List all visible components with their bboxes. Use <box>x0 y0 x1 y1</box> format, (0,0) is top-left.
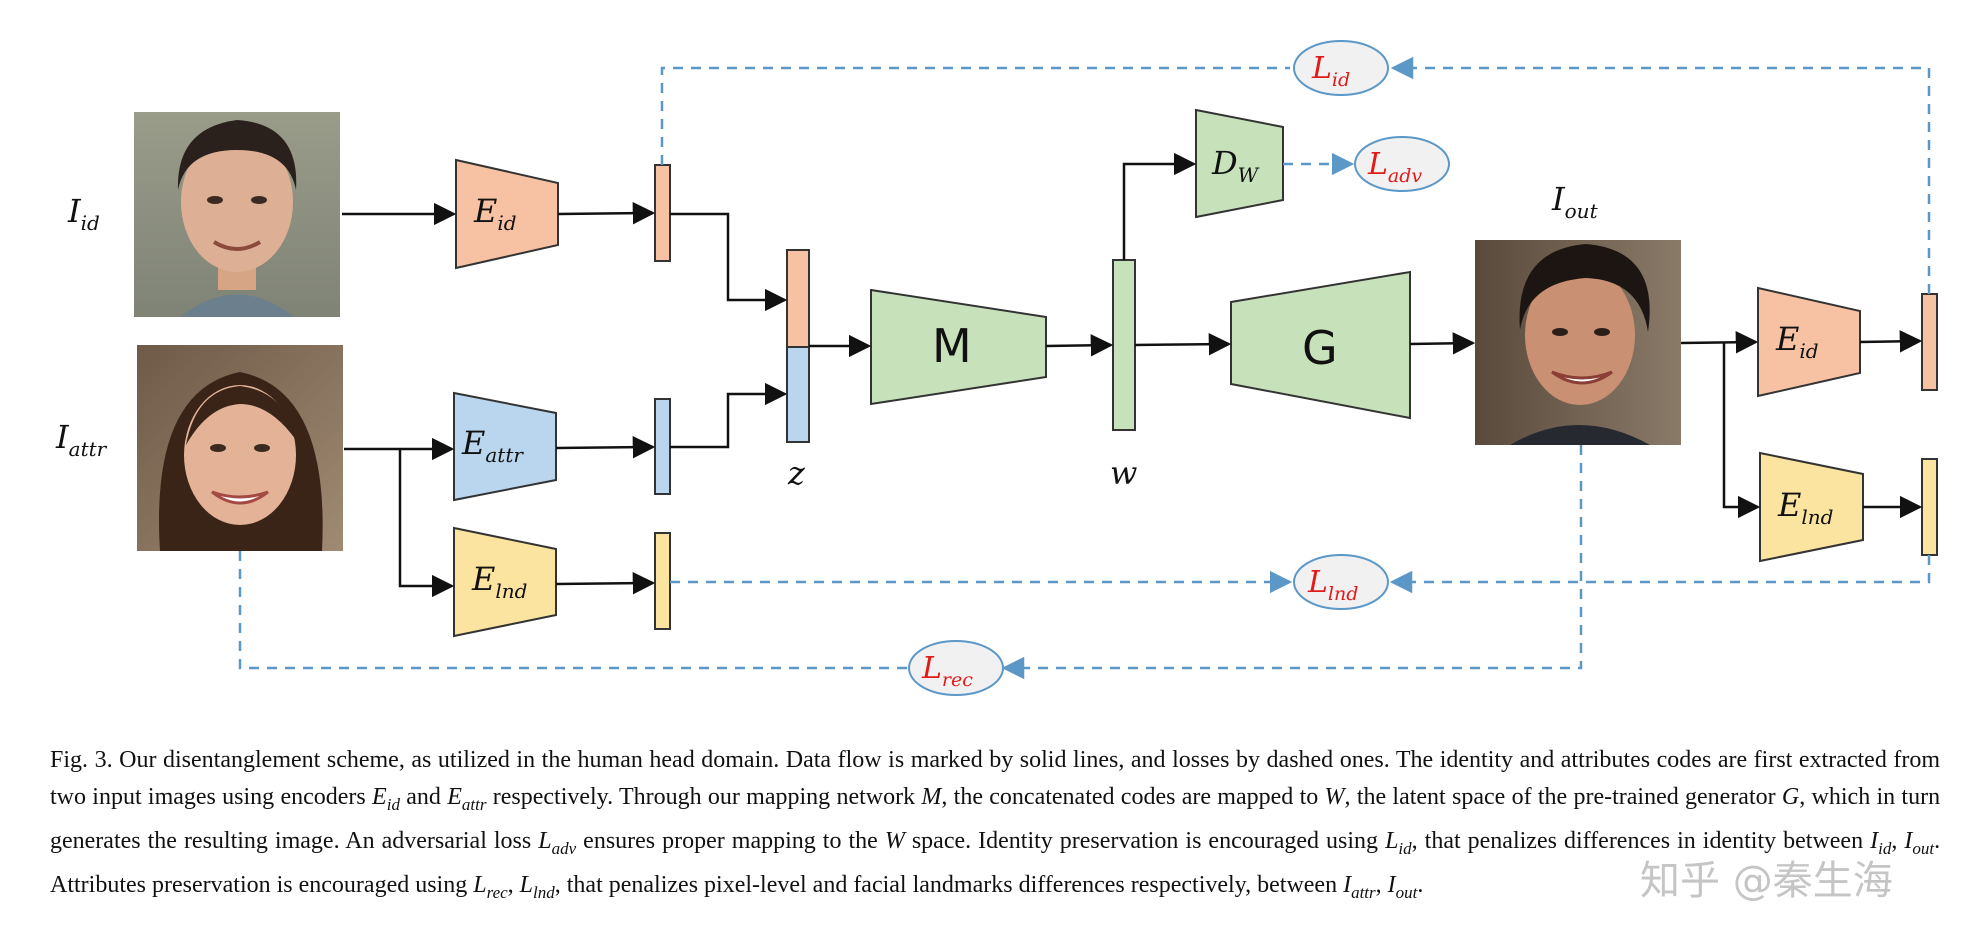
encoder-e-id-right: Eid <box>1757 286 1861 398</box>
code-lnd-out <box>1921 458 1938 556</box>
encoder-e-lnd-left: Elnd <box>453 526 557 638</box>
encoder-e-attr: Eattr <box>453 391 557 502</box>
loss-adv: Ladv <box>1354 136 1450 192</box>
generator-g: G <box>1230 270 1411 420</box>
figure-caption: Fig. 3. Our disentanglement scheme, as u… <box>50 747 1941 902</box>
encoder-e-lnd-right: Elnd <box>1759 451 1864 563</box>
svg-text:Eid: Eid <box>1775 320 1819 363</box>
svg-text:Elnd: Elnd <box>471 560 527 603</box>
loss-rec: Lrec <box>908 640 1004 696</box>
svg-text:Lid: Lid <box>1311 51 1350 91</box>
code-id-out <box>1921 293 1938 391</box>
code-id <box>654 164 671 262</box>
svg-text:Lrec: Lrec <box>921 651 973 691</box>
label-z: z <box>787 454 806 492</box>
code-z <box>786 249 810 443</box>
loss-flow <box>238 56 1931 680</box>
svg-text:DW: DW <box>1211 144 1260 187</box>
svg-text:G: G <box>1302 321 1338 375</box>
label-i-out: Iout <box>1551 180 1599 223</box>
svg-text:M: M <box>932 319 972 373</box>
svg-text:Elnd: Elnd <box>1777 486 1833 529</box>
caption-fig-label: Fig. 3. <box>50 747 113 773</box>
watermark: 知乎 @秦生海 <box>1640 858 1893 904</box>
svg-text:Eattr: Eattr <box>461 424 524 467</box>
encoder-e-id-top: Eid <box>455 158 559 270</box>
discriminator-d-w: DW <box>1195 108 1284 219</box>
code-attr <box>654 398 671 495</box>
disentanglement-diagram: Iid Iattr Iout Eid Eattr Elnd Eid Elnd z… <box>55 40 1938 696</box>
loss-id: Lid <box>1293 40 1389 96</box>
latent-w <box>1112 259 1136 431</box>
label-i-id: Iid <box>67 192 100 235</box>
loss-lnd: Llnd <box>1293 554 1389 610</box>
face-photo-attr-icon <box>137 345 343 551</box>
data-flow <box>342 152 1923 598</box>
label-w: w <box>1110 454 1137 492</box>
mapping-network-m: M <box>870 288 1047 406</box>
svg-text:Eid: Eid <box>473 192 517 235</box>
face-photo-id-icon <box>134 112 340 317</box>
svg-text:Llnd: Llnd <box>1307 565 1358 605</box>
label-i-attr: Iattr <box>55 418 108 461</box>
face-photo-out-icon <box>1475 240 1681 445</box>
svg-text:Ladv: Ladv <box>1367 147 1422 187</box>
code-lnd <box>654 532 671 630</box>
